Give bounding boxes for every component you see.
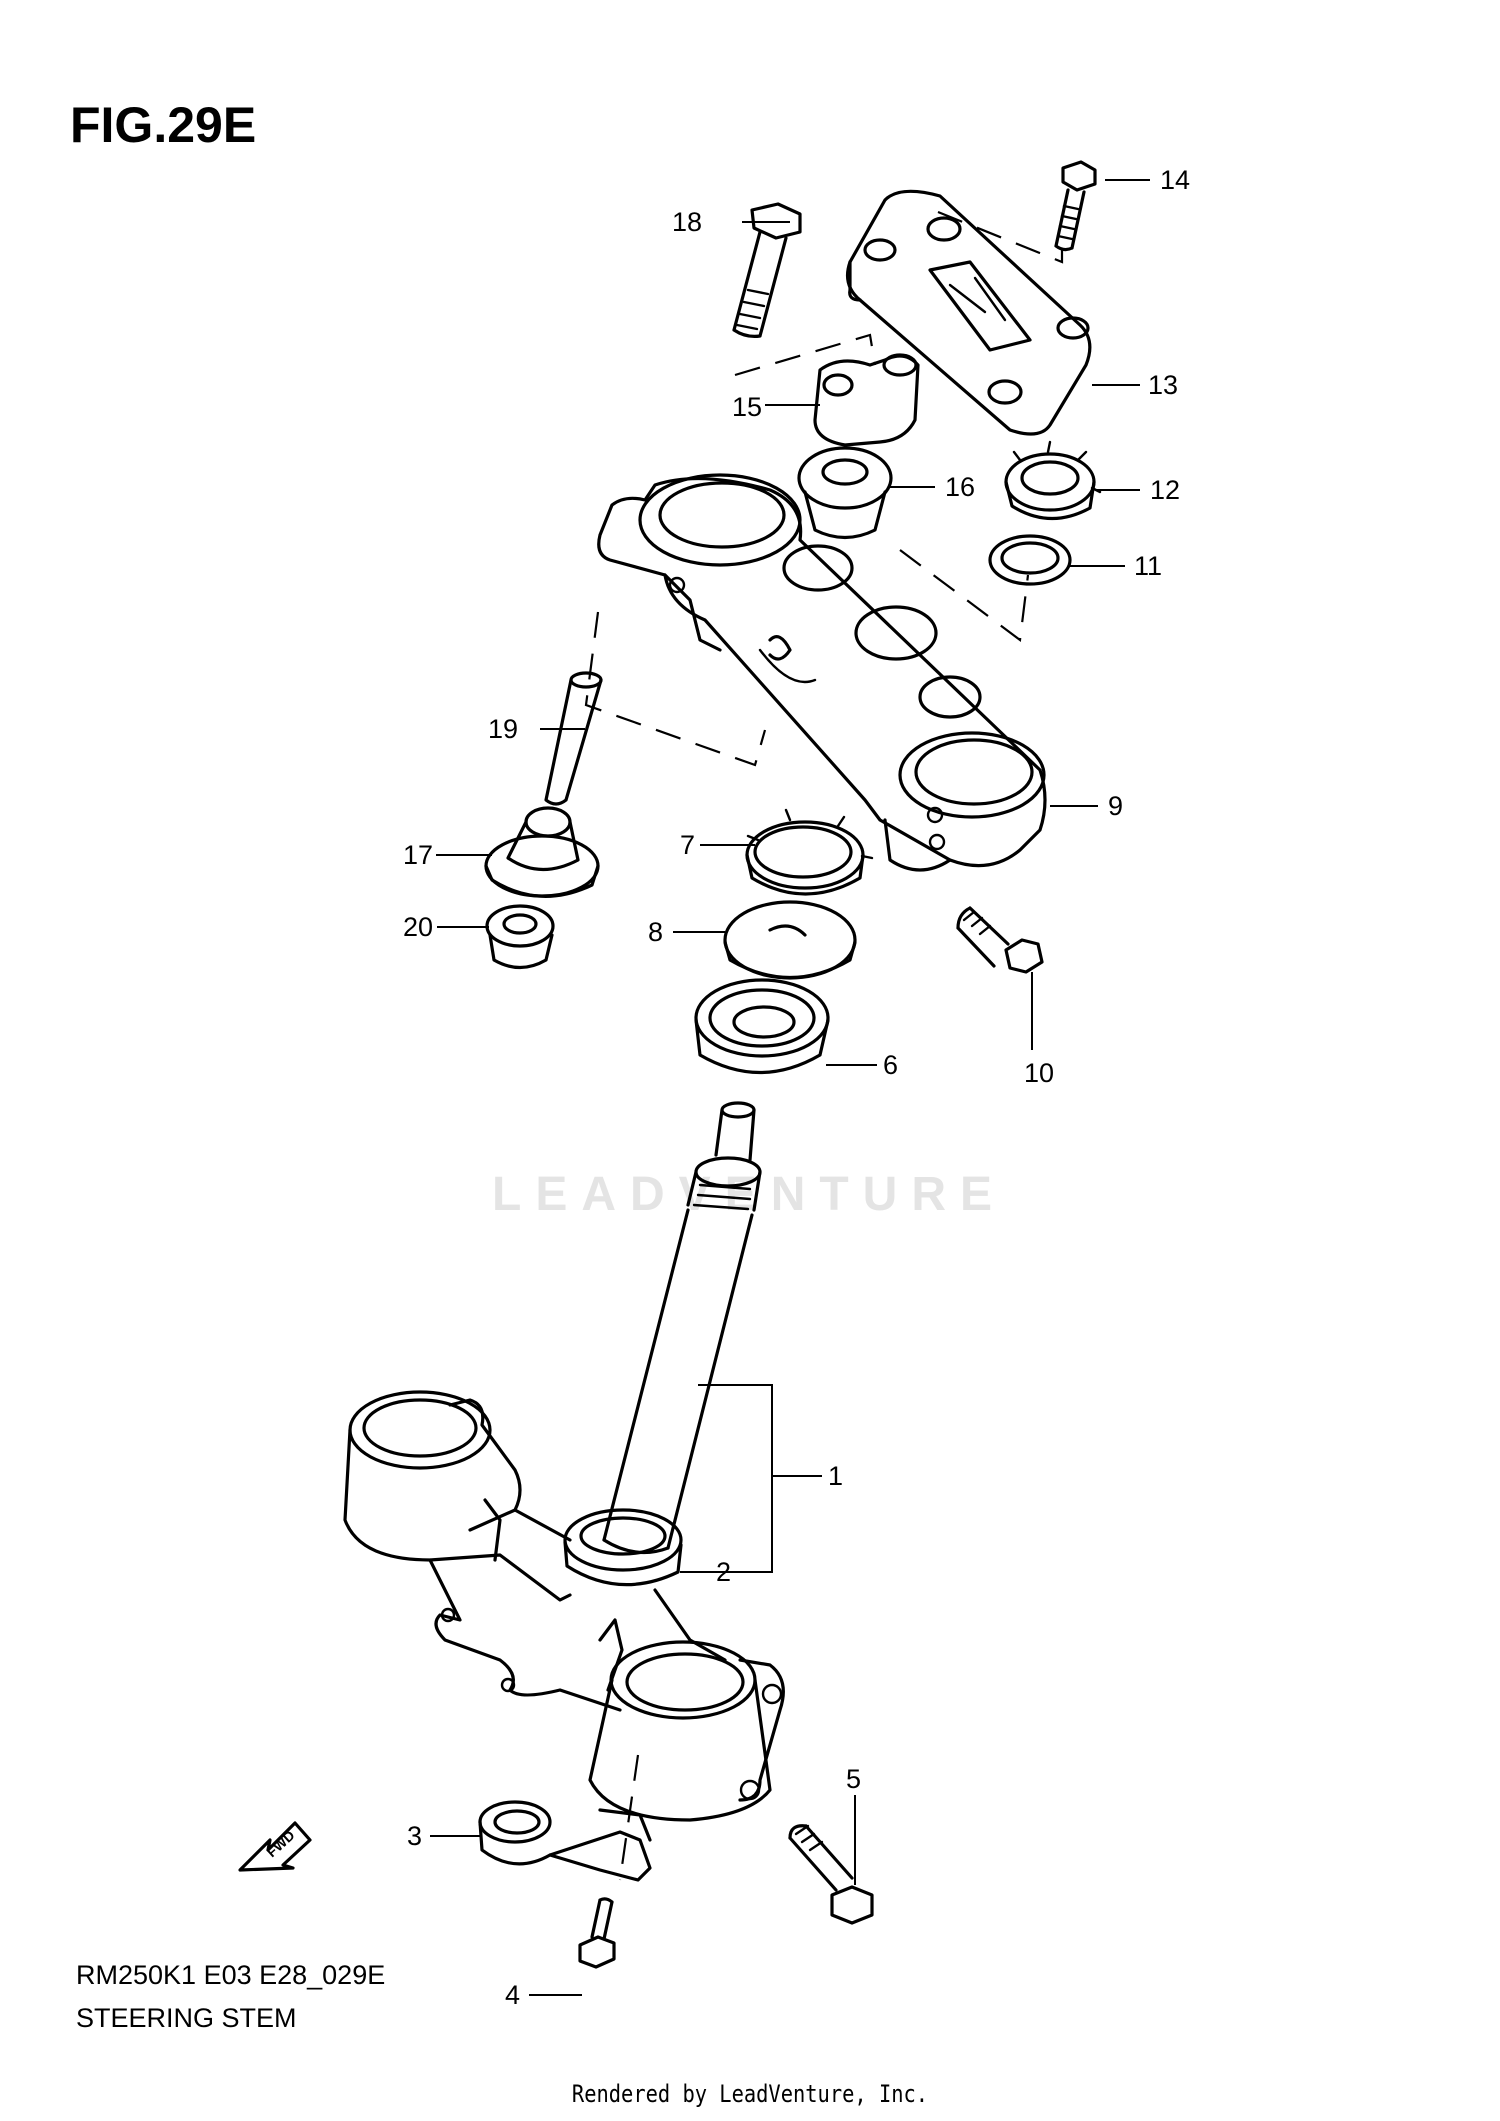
callout-16: 16 — [945, 472, 975, 502]
watermark: LEADVENTURE — [492, 1168, 1006, 1221]
forward-arrow-icon: FWD — [238, 1821, 312, 1872]
bolt-part-10[interactable] — [956, 906, 1044, 974]
cable-clamp-part-3[interactable] — [478, 1800, 652, 1882]
dust-seal-part-8[interactable] — [723, 900, 857, 980]
alignment-line-19 — [584, 611, 767, 767]
bolt-part-14[interactable] — [1054, 160, 1097, 252]
section-name: STEERING STEM — [76, 2003, 297, 2033]
stem-nut-part-12[interactable] — [1004, 440, 1102, 521]
handlebar-holder-part-15[interactable] — [813, 353, 920, 447]
callout-6: 6 — [883, 1050, 898, 1080]
pin-part-19[interactable] — [544, 671, 603, 806]
leader-lines — [430, 179, 1150, 1996]
model-code: RM250K1 E03 E28_029E — [76, 1960, 386, 1990]
handlebar-clamp-part-13[interactable] — [846, 189, 1092, 436]
callout-19: 19 — [488, 714, 518, 744]
callout-17: 17 — [403, 840, 433, 870]
callout-7: 7 — [680, 830, 695, 860]
bolt-part-18[interactable] — [732, 202, 802, 338]
callout-20: 20 — [403, 912, 433, 942]
bearing-part-6[interactable] — [694, 978, 830, 1075]
alignment-line-3 — [618, 1754, 640, 1881]
alignment-line-14-13 — [937, 210, 1064, 264]
figure-title: FIG.29E — [70, 97, 257, 153]
render-credit: Rendered by LeadVenture, Inc. — [571, 2080, 929, 2108]
steering-stem-part-1[interactable] — [602, 1101, 762, 1555]
callout-15: 15 — [732, 392, 762, 422]
bearing-part-2[interactable] — [563, 1508, 683, 1587]
callout-11: 11 — [1134, 551, 1162, 581]
callout-4: 4 — [505, 1980, 520, 2010]
callout-5: 5 — [846, 1764, 861, 1794]
callout-18: 18 — [672, 207, 702, 237]
lower-bracket — [343, 1390, 785, 1822]
nut-part-20[interactable] — [485, 904, 555, 970]
cushion-part-16[interactable] — [797, 446, 893, 540]
callout-8: 8 — [648, 917, 663, 947]
callout-13: 13 — [1148, 370, 1178, 400]
callout-2: 2 — [716, 1557, 731, 1587]
upper-bracket-part-9[interactable] — [597, 473, 1047, 872]
alignment-line-11-9 — [899, 549, 1030, 643]
lock-nut-part-7[interactable] — [745, 808, 874, 896]
callout-12: 12 — [1150, 475, 1180, 505]
callout-10: 10 — [1024, 1058, 1054, 1088]
callout-1: 1 — [828, 1461, 843, 1491]
alignment-line-18-15 — [734, 333, 877, 377]
washer-part-11[interactable] — [988, 534, 1072, 586]
cushion-part-17[interactable] — [484, 806, 600, 898]
bolt-part-4[interactable] — [578, 1897, 616, 1969]
callout-14: 14 — [1160, 165, 1190, 195]
callout-labels: 14 18 13 15 16 12 11 19 9 7 17 20 8 10 6… — [403, 165, 1190, 2010]
callout-3: 3 — [407, 1821, 422, 1851]
bolt-part-5[interactable] — [788, 1824, 874, 1925]
callout-9: 9 — [1108, 791, 1123, 821]
